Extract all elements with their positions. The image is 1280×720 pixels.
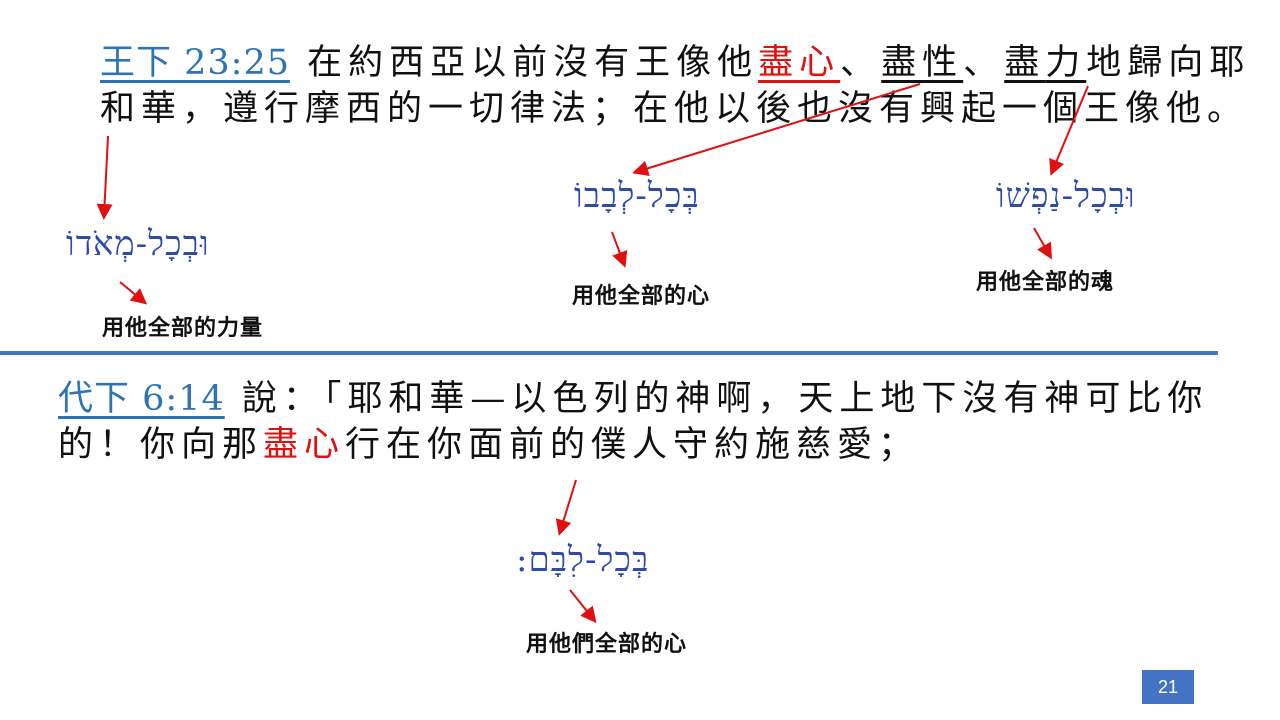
separator: 、 — [840, 43, 882, 83]
arrow-might-to-hebrew — [96, 135, 113, 220]
arrow-hebrew-heart-to-gloss — [611, 231, 628, 268]
verse-2kings-23-25: 王下 23:25 在約西亞以前沒有王像他盡心、盡性、盡力地歸向耶和華，遵行摩西的… — [100, 40, 1260, 132]
arrow-hebrew-might-to-gloss — [119, 281, 148, 305]
highlight-soul: 盡性 — [881, 43, 964, 83]
gloss-heart: 用他全部的心 — [572, 284, 711, 309]
separator: 、 — [963, 43, 1005, 83]
hebrew-with-all-their-heart: בְּכָל-לִבָּם: — [516, 540, 650, 580]
highlight-heart-2: 盡心 — [263, 425, 346, 465]
page-number: 21 — [1142, 670, 1194, 704]
hebrew-with-all-his-might: וּבְכָל-מְאֹדוֹ — [66, 224, 210, 264]
highlight-might-end: 力 — [1045, 43, 1087, 83]
arrow-hebrew-heart2-to-gloss — [569, 589, 597, 624]
verse-text: 說：「耶和華—以色列的神啊，天上地下沒有神可比你的！你向那 — [58, 379, 1209, 465]
highlight-might-start: 盡 — [1004, 43, 1046, 83]
verse-2chronicles-6-14: 代下 6:14 說：「耶和華—以色列的神啊，天上地下沒有神可比你的！你向那盡心行… — [58, 376, 1238, 468]
hebrew-with-all-his-heart: בְּכָל-לְבָבוֹ — [574, 176, 700, 216]
hebrew-with-all-his-soul: וּבְכָל-נַפְשׁוֹ — [996, 176, 1136, 216]
section-divider — [0, 351, 1218, 355]
verse-text: 行在你面前的僕人守約施慈愛； — [345, 425, 920, 465]
gloss-soul: 用他全部的魂 — [976, 270, 1115, 295]
verse-reference-2kings[interactable]: 王下 23:25 — [100, 43, 290, 83]
gloss-heart-2: 用他們全部的心 — [526, 632, 688, 657]
verse-reference-2chronicles[interactable]: 代下 6:14 — [58, 379, 225, 419]
verse-text: 在約西亞以前沒有王像他 — [290, 43, 759, 83]
arrow-heart2-to-hebrew — [555, 479, 577, 536]
arrow-hebrew-soul-to-gloss — [1033, 227, 1052, 260]
gloss-might: 用他全部的力量 — [102, 316, 264, 341]
highlight-heart: 盡心 — [758, 43, 841, 83]
